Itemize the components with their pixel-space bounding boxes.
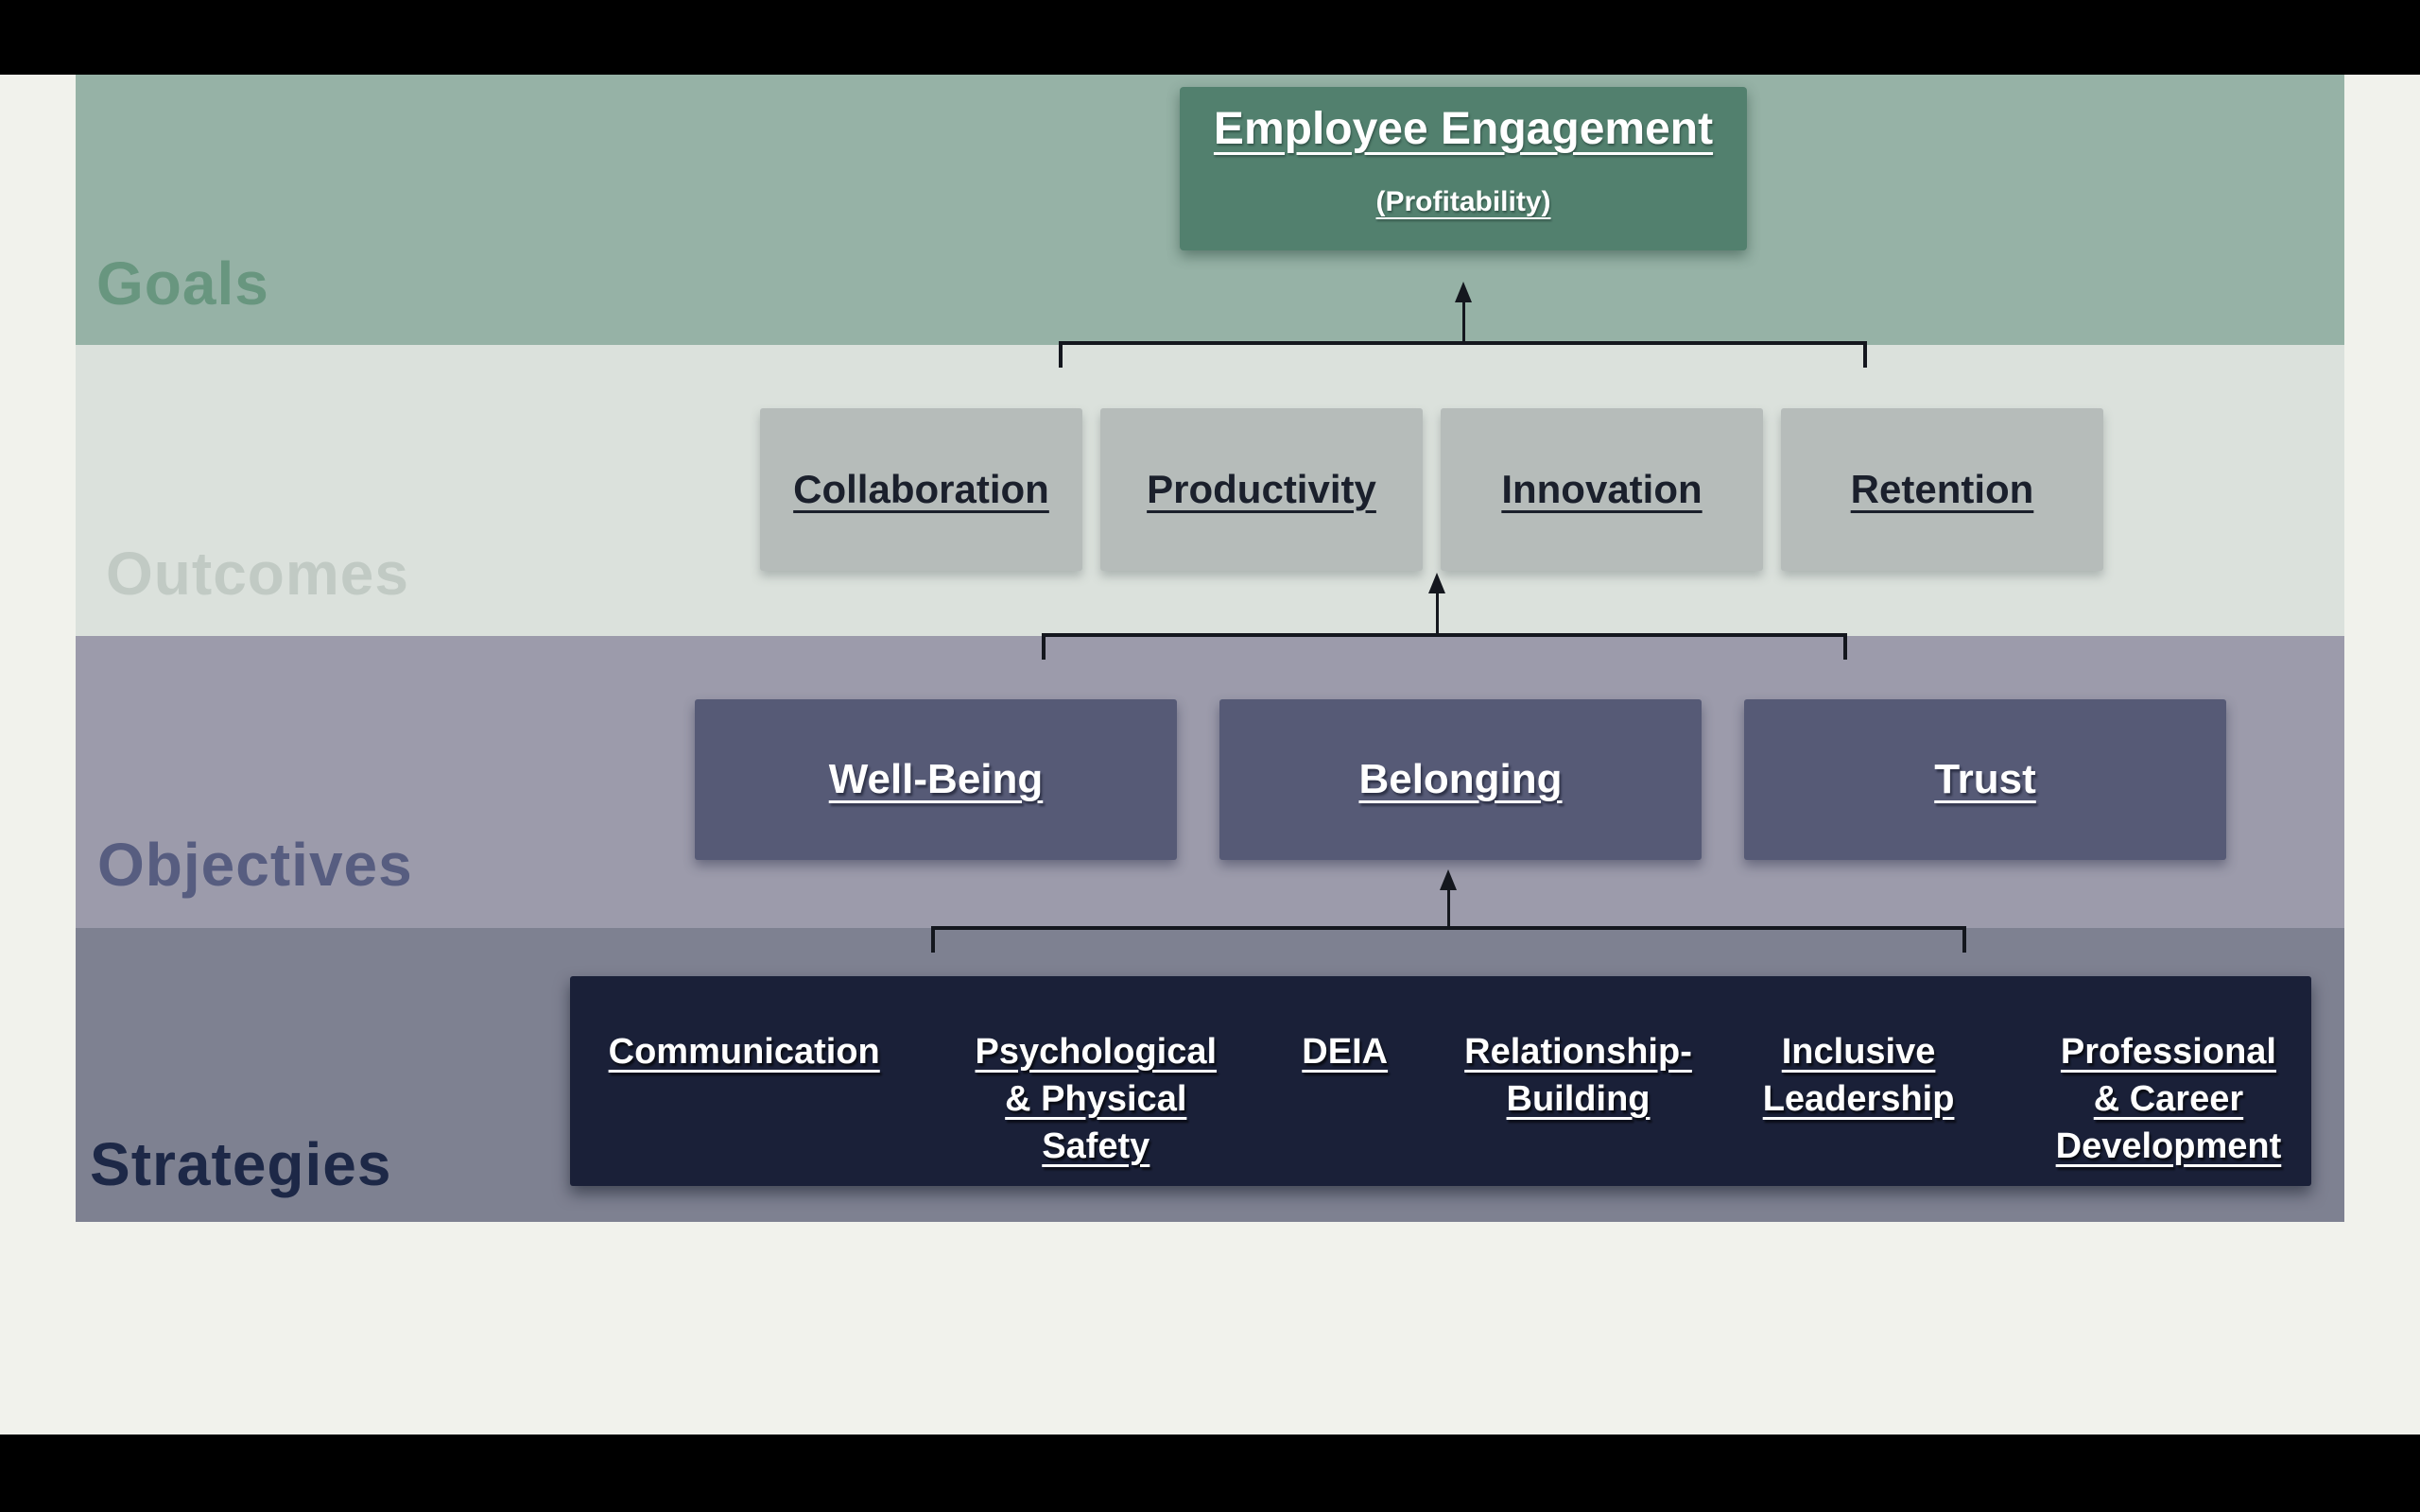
- objective-node-trust: Trust: [1744, 699, 2226, 860]
- goal-node-employee-engagement: Employee Engagement (Profitability): [1180, 87, 1747, 250]
- arrow-up-icon: [1440, 869, 1457, 890]
- strategy-item-professional-career-development: Professional & Career Development: [2055, 1032, 2282, 1166]
- bracket-right-tick: [1962, 926, 1966, 953]
- outcome-label: Innovation: [1501, 467, 1703, 511]
- outcome-node-innovation: Innovation: [1441, 408, 1763, 571]
- strategy-item-deia: DEIA: [1302, 1032, 1389, 1072]
- goal-node-subtitle: (Profitability): [1375, 186, 1551, 217]
- outcome-label: Productivity: [1147, 467, 1376, 511]
- bracket-line: [1059, 341, 1867, 345]
- outcome-label: Collaboration: [793, 467, 1049, 511]
- strategies-row-label: Strategies: [90, 1130, 392, 1198]
- objective-node-well-being: Well-Being: [695, 699, 1177, 860]
- objective-label: Belonging: [1358, 756, 1563, 802]
- objective-label: Well-Being: [828, 756, 1044, 802]
- outcome-node-productivity: Productivity: [1100, 408, 1423, 571]
- goal-node-title: Employee Engagement: [1213, 104, 1714, 154]
- arrow-stem: [1461, 302, 1465, 343]
- outcome-node-collaboration: Collaboration: [760, 408, 1082, 571]
- bracket-left-tick: [931, 926, 935, 953]
- bracket-right-tick: [1863, 341, 1867, 368]
- bracket-left-tick: [1042, 633, 1046, 660]
- arrow-up-icon: [1428, 573, 1445, 593]
- objective-label: Trust: [1934, 756, 2036, 802]
- goals-row-label: Goals: [96, 249, 269, 318]
- bracket-left-tick: [1059, 341, 1063, 368]
- objectives-to-outcomes-arrow: [1428, 573, 1445, 635]
- strategy-item-communication: Communication: [608, 1032, 880, 1072]
- objective-node-belonging: Belonging: [1219, 699, 1702, 860]
- arrow-up-icon: [1455, 282, 1472, 302]
- outcome-node-retention: Retention: [1781, 408, 2103, 571]
- bracket-right-tick: [1843, 633, 1847, 660]
- bracket-line: [931, 926, 1966, 930]
- outcomes-row-label: Outcomes: [106, 540, 409, 608]
- arrow-stem: [1446, 890, 1450, 928]
- outcomes-to-goal-arrow: [1455, 282, 1472, 343]
- objectives-row-label: Objectives: [97, 831, 413, 899]
- outcome-label: Retention: [1850, 467, 2034, 511]
- bracket-line: [1042, 633, 1847, 637]
- strategy-item-relationship-building: Relationship-Building: [1464, 1032, 1692, 1119]
- strategies-node: Communication Psychological & Physical S…: [570, 976, 2311, 1186]
- strategy-item-inclusive-leadership: Inclusive Leadership: [1762, 1032, 1955, 1119]
- strategies-to-objectives-arrow: [1440, 869, 1457, 928]
- strategy-item-psychological-physical-safety: Psychological & Physical Safety: [975, 1032, 1218, 1166]
- arrow-stem: [1435, 593, 1439, 635]
